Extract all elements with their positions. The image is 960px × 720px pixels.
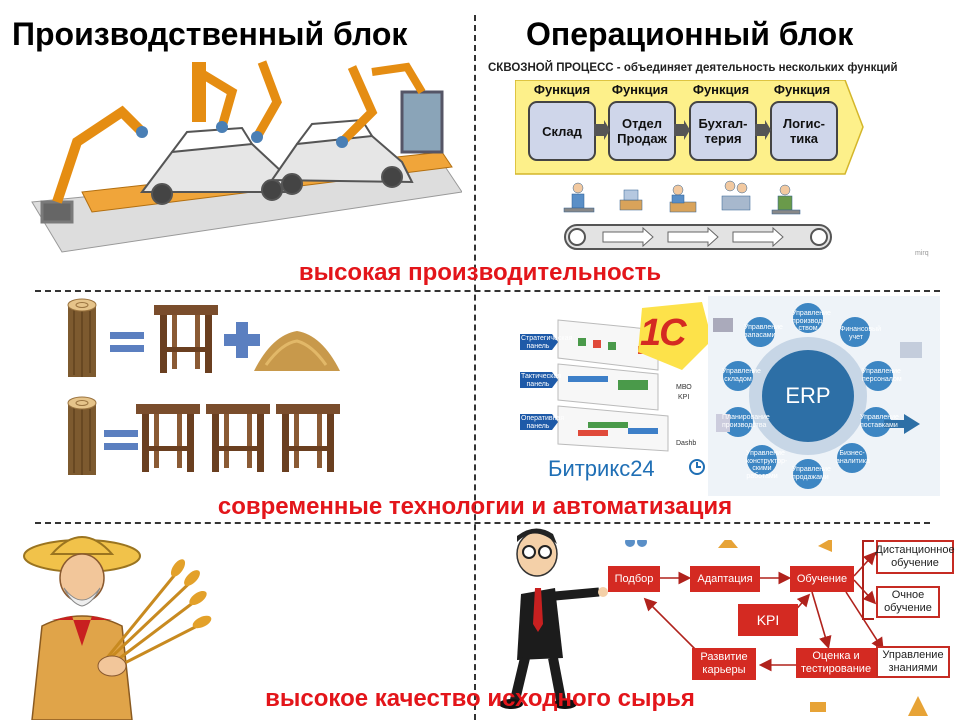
erp-node-warehouse: Управление складом (722, 368, 761, 383)
businessman-pointing-image (499, 528, 608, 709)
dashboard-screens-image (520, 319, 669, 452)
erp-center-label: ERP (785, 383, 831, 408)
erp-center: ERP (762, 350, 854, 442)
process-title: СКВОЗНОЙ ПРОЦЕСС - объединяет деятельнос… (488, 62, 898, 74)
erp-node-inventory: Управление запасами (744, 324, 783, 339)
function-header-2: Функция (611, 82, 669, 97)
process-arrows (594, 120, 771, 140)
plus-icon (224, 322, 260, 358)
function-header-1: Функция (533, 82, 591, 97)
panel-strategic: Стратегическая панель (521, 335, 573, 350)
title-production: Производственный блок (12, 16, 408, 52)
hr-box-selection: Подбор (608, 566, 660, 592)
function-box-warehouse: Склад (528, 101, 596, 161)
process-watermark: mirq (915, 250, 929, 257)
function-box-accounting: Бухгал-терия (689, 101, 757, 161)
stool-icon-2 (136, 404, 200, 472)
function-header-4: Функция (773, 82, 831, 97)
caption-productivity: высокая производительность (298, 259, 662, 286)
erp-node-engineering: Управление конструктор-скими работами (746, 450, 788, 481)
hr-box-adaptation: Адаптация (690, 566, 760, 592)
hr-box-training: Обучение (790, 566, 854, 592)
vertical-divider (474, 15, 476, 720)
conveyor-belt (564, 224, 832, 250)
erp-node-planning: Планирование производства (722, 414, 770, 429)
workers-icons (563, 180, 801, 215)
hr-box-career: Развитие карьеры (692, 648, 756, 680)
side-label-dashb: Dashb (676, 440, 697, 447)
erp-node-bi: Бизнес-аналитика (836, 450, 870, 465)
bitrix24-clock-icon (689, 459, 705, 475)
function-box-sales: Отдел Продаж (608, 101, 676, 161)
erp-node-production: Управление производ-ством (792, 310, 831, 333)
side-label-kpi: KPI (678, 394, 690, 401)
bitrix24-logo: Битрикс24 (548, 456, 655, 481)
hr-side-distance-learning: Дистанционное обучение (875, 540, 955, 574)
farmer-with-wheat-image (23, 536, 212, 720)
divider-row2 (35, 522, 930, 524)
hr-decor-icons (810, 696, 928, 716)
hr-side-knowledge: Управление знаниями (876, 646, 950, 678)
hr-box-assessment: Оценка и тестирование (796, 648, 876, 678)
sawdust-pile-icon (254, 331, 340, 371)
erp-node-finance: Финансовый учет (840, 326, 881, 341)
onec-logo-text: 1С (640, 312, 687, 354)
onec-logo (638, 302, 712, 370)
equals-icon-top (110, 332, 144, 352)
caption-raw-materials: высокое качество исходного сырья (265, 685, 695, 712)
hr-bracket (862, 540, 874, 620)
function-box-logistics: Логис-тика (770, 101, 838, 161)
erp-node-supply: Управление поставками (860, 414, 899, 429)
hr-side-inperson-learning: Очное обучение (876, 586, 940, 618)
erp-node-sales: Управление продажами (792, 466, 831, 481)
stool-icon-4 (276, 404, 340, 472)
title-operations: Операционный блок (526, 16, 854, 52)
hr-box-kpi: KPI (738, 604, 798, 636)
log-icon-bottom (67, 396, 97, 475)
equals-icon-bottom (104, 430, 138, 450)
log-icon-top (67, 298, 97, 377)
stool-icon-1 (154, 305, 218, 373)
function-header-3: Функция (692, 82, 750, 97)
panel-operational: Оперативная панель (521, 415, 565, 430)
panel-tactical: Тактическая панель (521, 373, 562, 388)
caption-technologies: современные технологии и автоматизация (217, 493, 733, 520)
erp-node-personnel: Управление персоналом (862, 368, 902, 383)
divider-row1 (35, 290, 940, 292)
side-label-mvo: МВО (676, 384, 692, 391)
stool-icon-3 (206, 404, 270, 472)
robot-assembly-line-image (31, 60, 462, 253)
